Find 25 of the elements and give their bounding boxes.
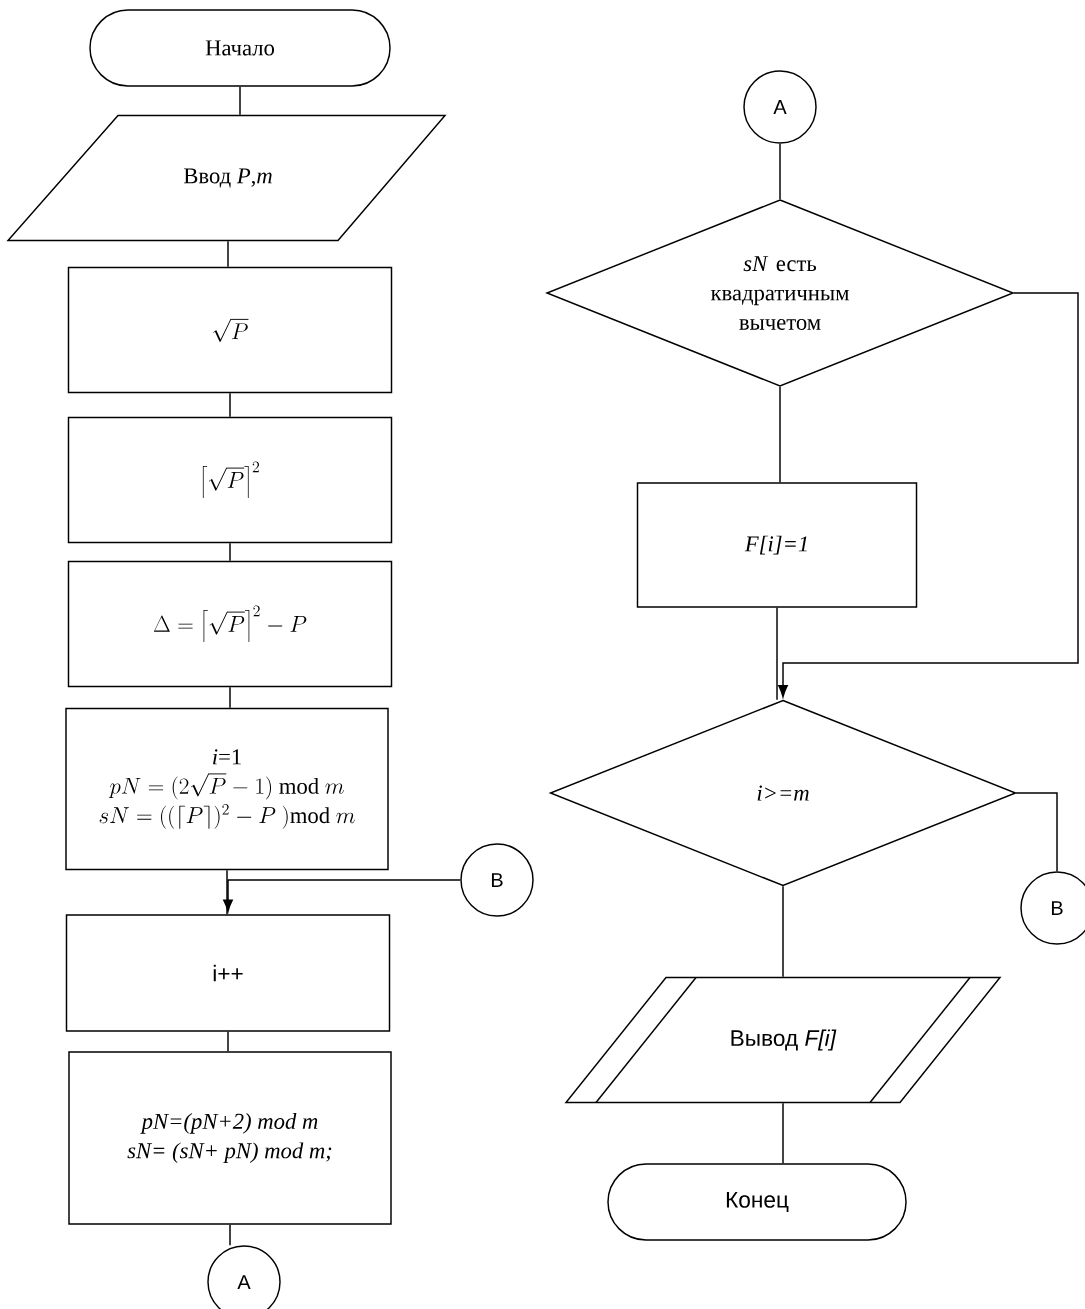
connector-line: [1015, 792, 1058, 872]
connector-line: [223, 879, 461, 912]
connector-line: [778, 292, 1079, 698]
connector-line: [782, 1102, 784, 1164]
connector-line: [229, 392, 231, 418]
process-box: F[i]=1: [636, 482, 918, 608]
process-box: $\left\lceil\sqrt{P}\right\rceil^{2}$: [67, 416, 393, 544]
process-box: $\sqrt{P}$: [67, 266, 393, 394]
connector-line: [226, 869, 228, 915]
process-box: $\Delta = \left\lceil\sqrt{P}\right\rceil^{2} - P$: [67, 560, 393, 688]
connector-line: [227, 240, 229, 268]
connector-line: [239, 86, 241, 116]
connector-line: [779, 143, 781, 200]
connector-line: [227, 1031, 229, 1052]
process-box: i++: [65, 914, 391, 1032]
connector-line: [782, 885, 784, 978]
connector-line: [229, 1224, 231, 1246]
connector-line: [776, 607, 778, 701]
process-box: pN=(pN+2) mod m sN= (sN+ pN) mod m;: [68, 1051, 392, 1225]
end-terminal: Конец: [607, 1163, 907, 1241]
start-terminal: Начало: [89, 9, 391, 87]
connector-line: [229, 686, 231, 709]
process-box: i=1 $pN = (2\sqrt{P} - 1)\ \mathrm{mod}\ m$ $sN = ((\lceil P\rceil)^{2} - P\ )\mathrm{mod}\ m$: [65, 707, 389, 871]
connector-line: [779, 386, 781, 483]
connector-line: [229, 542, 231, 562]
